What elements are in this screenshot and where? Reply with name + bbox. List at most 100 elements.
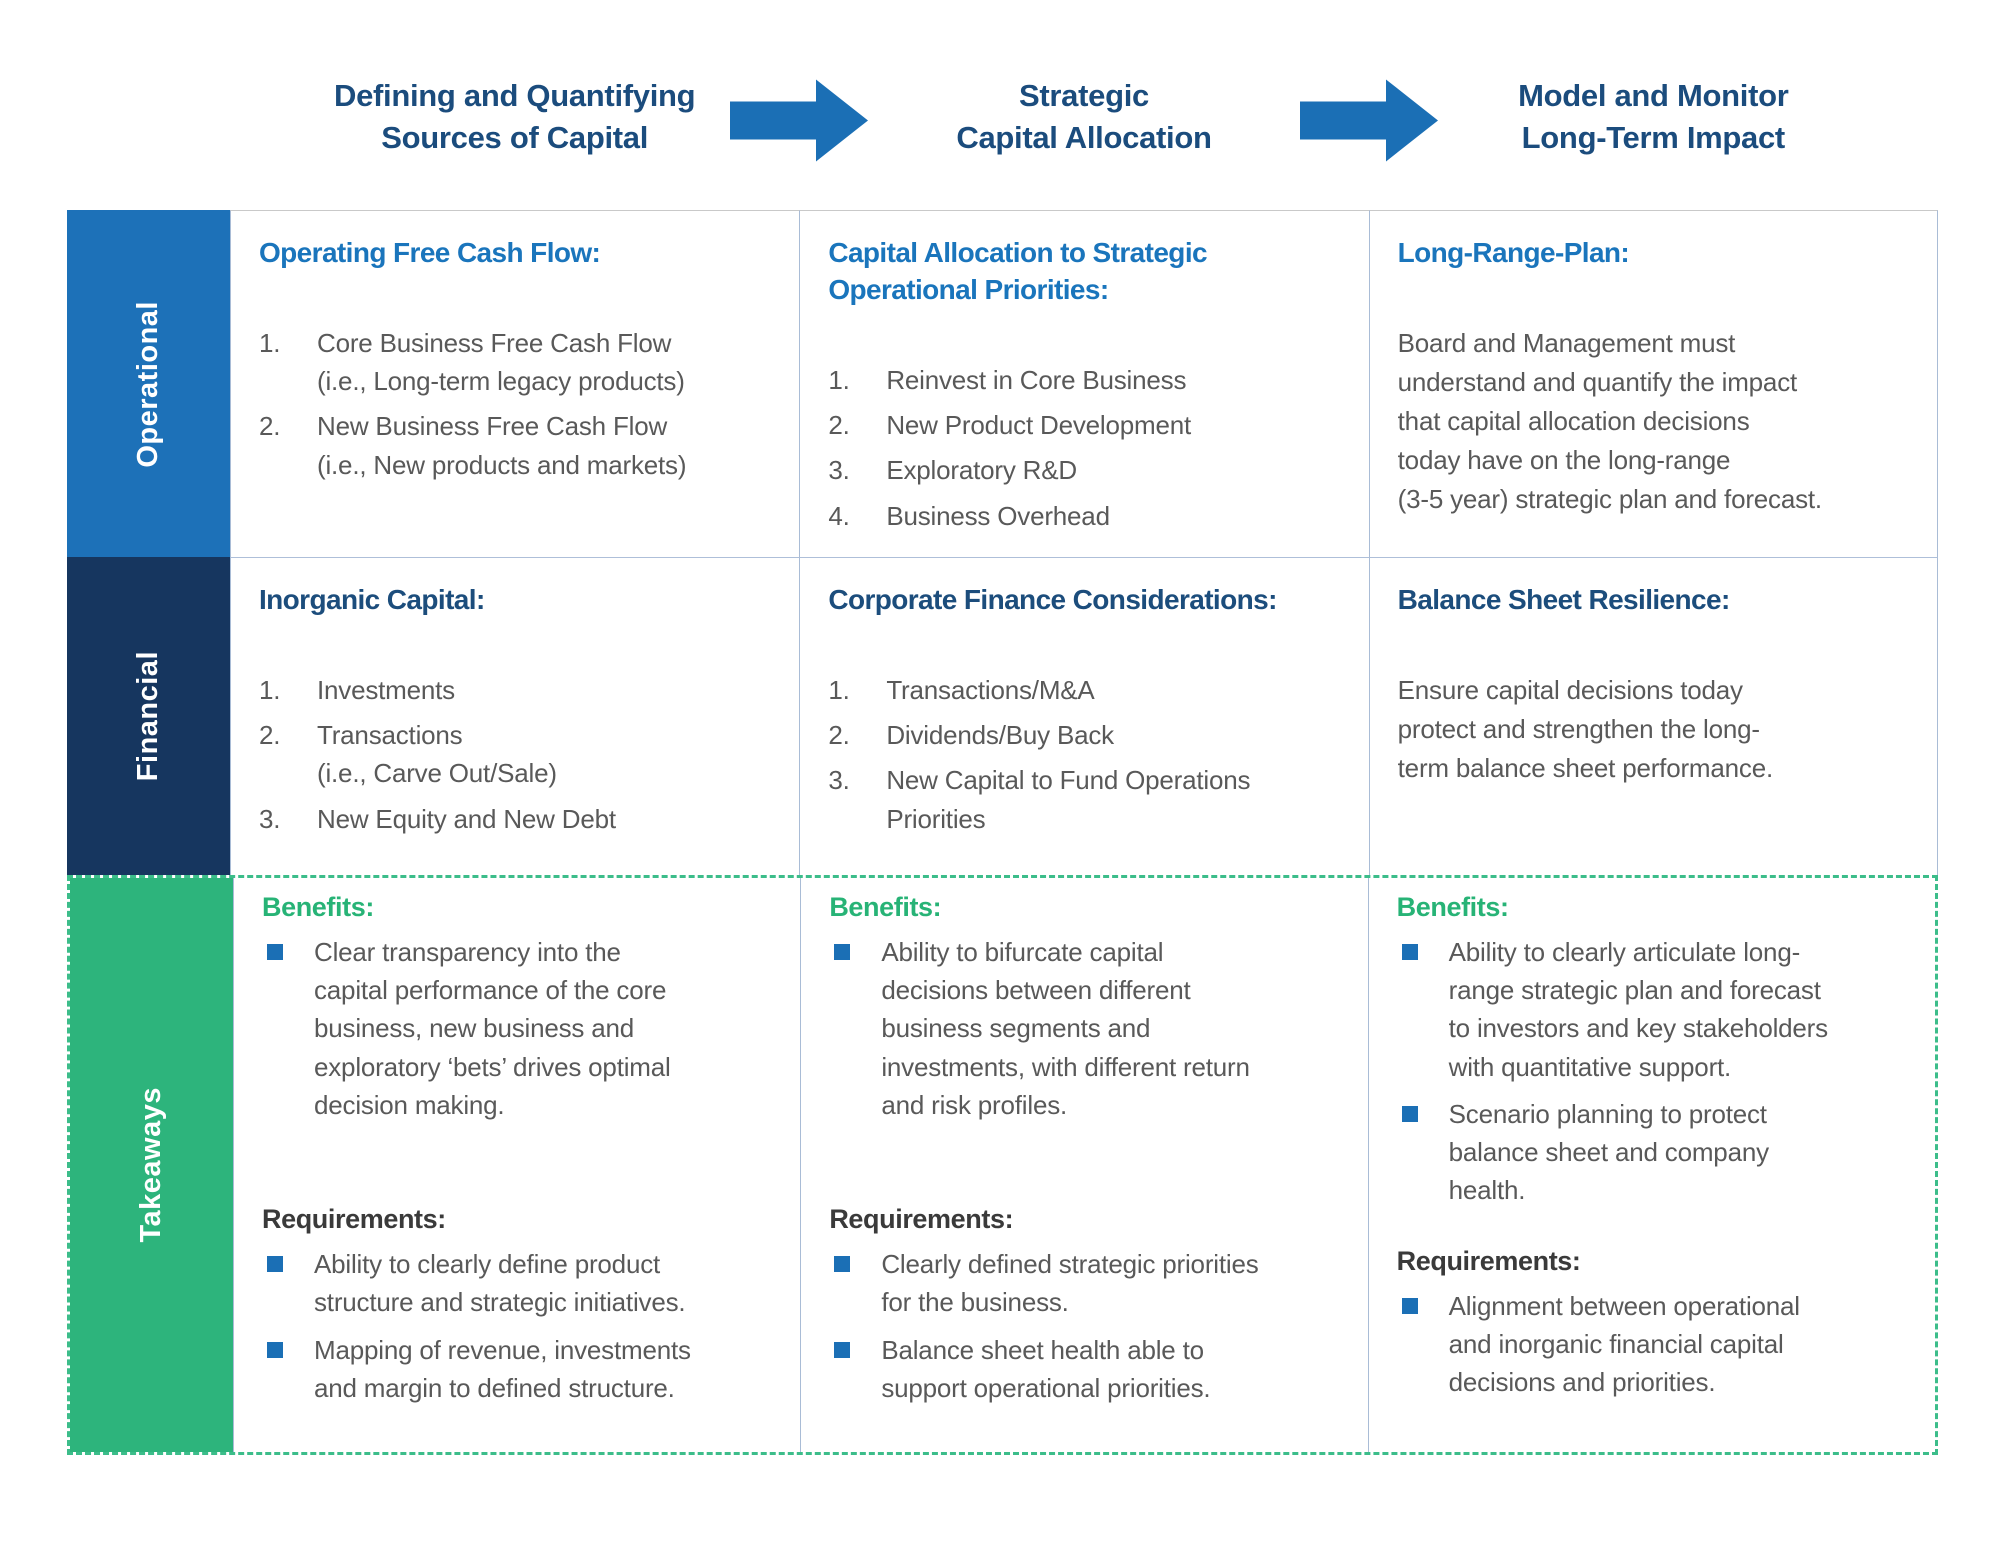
bullet-item: Ability to clearly articulate long- rang… xyxy=(1397,933,1915,1086)
row-label-text: Takeaways xyxy=(135,1087,167,1243)
list-item-number: 3. xyxy=(828,455,850,486)
list-item: 3. New Equity and New Debt xyxy=(259,800,779,838)
benefits-heading: Benefits: xyxy=(262,892,374,922)
list-item-text: Investments xyxy=(317,674,455,705)
framework-table: Operational Operating Free Cash Flow: 1.… xyxy=(67,210,1938,1455)
step-strategic-allocation: Strategic Capital Allocation xyxy=(730,52,1368,182)
list-item-text: Exploratory R&D xyxy=(886,455,1077,486)
list-item: 1. Transactions/M&A xyxy=(828,671,1348,709)
bullet-text: Scenario planning to protect balance she… xyxy=(1448,1098,1769,1206)
list-item: 2. New Business Free Cash Flow (i.e., Ne… xyxy=(259,407,779,483)
row-label-operational: Operational xyxy=(67,210,230,558)
step-title: Strategic Capital Allocation xyxy=(956,78,1212,155)
row-takeaways: Takeaways Benefits: Clear transparency i… xyxy=(67,875,1938,1455)
process-header: Defining and Quantifying Sources of Capi… xyxy=(67,52,1938,182)
list-item: 4. Business Overhead xyxy=(828,497,1348,535)
requirements-heading: Requirements: xyxy=(1396,1245,1581,1276)
list-item-text: New Business Free Cash Flow (i.e., New p… xyxy=(317,411,687,480)
list-item: 3. New Capital to Fund Operations Priori… xyxy=(828,761,1348,837)
row-label-financial: Financial xyxy=(67,557,230,875)
bullet-item: Ability to bifurcate capital decisions b… xyxy=(829,933,1347,1124)
step-title: Defining and Quantifying Sources of Capi… xyxy=(333,78,696,155)
list-item-number: 1. xyxy=(259,327,281,358)
cell-heading: Capital Allocation to Strategic Operatio… xyxy=(828,237,1207,305)
list-item-text: New Capital to Fund Operations Prioritie… xyxy=(886,765,1251,834)
requirements-heading: Requirements: xyxy=(829,1204,1014,1235)
list-item-number: 4. xyxy=(828,500,850,531)
list-item-number: 2. xyxy=(828,720,850,751)
bullet-square-icon xyxy=(267,1341,283,1358)
benefits-heading: Benefits: xyxy=(829,892,942,922)
bullet-item: Balance sheet health able to support ope… xyxy=(829,1331,1347,1407)
step-model-monitor: Model and Monitor Long-Term Impact xyxy=(1299,52,1938,182)
bullet-item: Clear transparency into the capital perf… xyxy=(262,933,780,1124)
row-label-text: Financial xyxy=(132,650,164,782)
bullet-square-icon xyxy=(834,1256,851,1273)
list-item-number: 3. xyxy=(828,765,850,796)
list-item-number: 2. xyxy=(259,720,281,751)
bullet-square-icon xyxy=(1401,1297,1418,1314)
bullet-item: Clearly defined strategic priorities for… xyxy=(829,1245,1347,1321)
list-item: 2. New Product Development xyxy=(828,406,1348,444)
cell-operational-allocation: Capital Allocation to Strategic Operatio… xyxy=(799,210,1369,558)
list-item-number: 1. xyxy=(259,674,281,705)
list-item-text: Reinvest in Core Business xyxy=(886,364,1187,395)
cell-operational-sources: Operating Free Cash Flow: 1. Core Busine… xyxy=(230,210,800,558)
bullet-item: Scenario planning to protect balance she… xyxy=(1397,1095,1915,1210)
list-item-number: 2. xyxy=(259,411,281,442)
list-item-number: 2. xyxy=(828,410,850,441)
row-operational: Operational Operating Free Cash Flow: 1.… xyxy=(67,210,1938,558)
bullet-text: Ability to clearly define product struct… xyxy=(314,1249,686,1318)
cell-heading: Operating Free Cash Flow: xyxy=(259,237,601,268)
row-label-text: Operational xyxy=(132,300,164,468)
cell-takeaways-allocation: Benefits: Ability to bifurcate capital d… xyxy=(800,878,1368,1452)
cell-heading: Inorganic Capital: xyxy=(259,584,485,615)
bullet-text: Balance sheet health able to support ope… xyxy=(881,1334,1211,1403)
cell-financial-corporate: Corporate Finance Considerations: 1. Tra… xyxy=(799,557,1369,875)
list-item-text: Dividends/Buy Back xyxy=(886,720,1114,751)
bullet-text: Ability to bifurcate capital decisions b… xyxy=(881,937,1250,1120)
bullet-text: Mapping of revenue, investments and marg… xyxy=(314,1334,691,1403)
list-item: 3. Exploratory R&D xyxy=(828,451,1348,489)
bullet-text: Clear transparency into the capital perf… xyxy=(314,937,671,1120)
bullet-square-icon xyxy=(1401,944,1418,960)
bullet-square-icon xyxy=(834,1341,851,1358)
bullet-item: Ability to clearly define product struct… xyxy=(262,1245,780,1321)
list-item-text: Transactions (i.e., Carve Out/Sale) xyxy=(317,720,557,789)
list-item: 1. Reinvest in Core Business xyxy=(828,361,1348,399)
cell-heading: Long-Range-Plan: xyxy=(1397,237,1630,268)
list-item: 2. Transactions (i.e., Carve Out/Sale) xyxy=(259,716,779,792)
list-item-text: Transactions/M&A xyxy=(886,674,1095,705)
bullet-item: Alignment between operational and inorga… xyxy=(1397,1287,1915,1402)
requirements-heading: Requirements: xyxy=(262,1204,446,1235)
list-item-number: 1. xyxy=(828,674,850,705)
cell-heading: Corporate Finance Considerations: xyxy=(828,584,1277,615)
list-item-text: New Equity and New Debt xyxy=(317,803,616,834)
cell-paragraph: Ensure capital decisions today protect a… xyxy=(1397,674,1774,783)
list-item: 1. Core Business Free Cash Flow (i.e., L… xyxy=(259,324,779,400)
list-item-text: Business Overhead xyxy=(886,500,1110,531)
bullet-square-icon xyxy=(834,944,851,960)
list-item: 2. Dividends/Buy Back xyxy=(828,716,1348,754)
bullet-square-icon xyxy=(267,944,283,960)
cell-paragraph: Board and Management must understand and… xyxy=(1397,327,1823,514)
cell-heading: Balance Sheet Resilience: xyxy=(1397,584,1731,615)
header-spacer xyxy=(67,52,230,182)
step-defining-sources: Defining and Quantifying Sources of Capi… xyxy=(230,52,799,182)
benefits-heading: Benefits: xyxy=(1396,892,1509,922)
cell-financial-inorganic: Inorganic Capital: 1. Investments 2. Tra… xyxy=(230,557,800,875)
list-item: 1. Investments xyxy=(259,671,779,709)
cell-takeaways-sources: Benefits: Clear transparency into the ca… xyxy=(233,878,801,1452)
row-financial: Financial Inorganic Capital: 1. Investme… xyxy=(67,557,1938,875)
bullet-text: Clearly defined strategic priorities for… xyxy=(881,1249,1259,1318)
list-item-number: 1. xyxy=(828,364,850,395)
cell-financial-balance: Balance Sheet Resilience: Ensure capital… xyxy=(1368,557,1938,875)
bullet-square-icon xyxy=(1401,1105,1418,1122)
right-arrow-icon xyxy=(730,77,869,163)
list-item-number: 3. xyxy=(259,803,281,834)
bullet-item: Mapping of revenue, investments and marg… xyxy=(262,1331,780,1407)
step-title: Model and Monitor Long-Term Impact xyxy=(1518,78,1789,155)
cell-operational-longrange: Long-Range-Plan: Board and Management mu… xyxy=(1368,210,1938,558)
list-item-text: Core Business Free Cash Flow (i.e., Long… xyxy=(317,327,685,397)
